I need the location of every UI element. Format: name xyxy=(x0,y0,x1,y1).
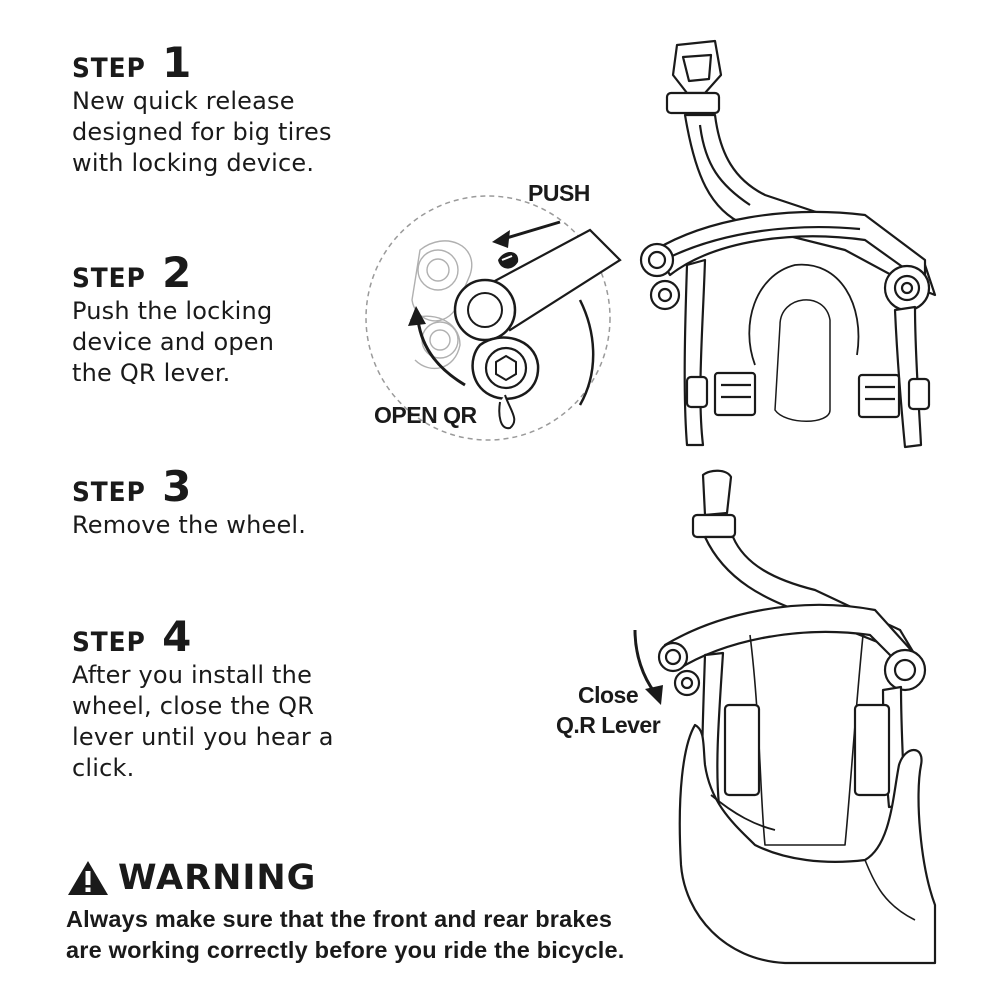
step-2-line: device and open xyxy=(72,328,275,356)
step-1-number: 1 xyxy=(162,38,192,87)
close-qr-lever-callout: Close Q.R Lever xyxy=(556,680,661,740)
step-3-word: STEP xyxy=(72,477,146,508)
brake-caliper-close-illustration xyxy=(633,469,937,965)
step-3-number: 3 xyxy=(162,462,192,511)
step-2: STEP 2 Push the locking device and open … xyxy=(72,252,274,389)
step-3: STEP 3 Remove the wheel. xyxy=(72,466,306,541)
step-1: STEP 1 New quick release designed for bi… xyxy=(72,42,332,179)
close-callout-line: Q.R Lever xyxy=(556,712,661,738)
step-2-heading: STEP 2 xyxy=(72,248,274,297)
step-2-line: the QR lever. xyxy=(72,359,231,387)
step-1-description: New quick release designed for big tires… xyxy=(72,86,332,179)
step-1-word: STEP xyxy=(72,53,146,84)
close-callout-line: Close xyxy=(578,682,639,708)
warning-title: WARNING xyxy=(118,858,317,898)
step-2-line: Push the locking xyxy=(72,297,273,325)
step-1-line: with locking device. xyxy=(72,149,315,177)
step-1-line: New quick release xyxy=(72,87,295,115)
step-2-word: STEP xyxy=(72,263,146,294)
brake-caliper-open-illustration xyxy=(639,39,937,449)
step-4-line: lever until you hear a xyxy=(72,723,334,751)
qr-lever-detail-illustration xyxy=(365,195,622,441)
step-4-word: STEP xyxy=(72,627,146,658)
warning-triangle-icon xyxy=(68,861,108,895)
step-4-heading: STEP 4 xyxy=(72,612,334,661)
step-4-number: 4 xyxy=(162,612,192,661)
step-3-line: Remove the wheel. xyxy=(72,511,307,539)
step-2-description: Push the locking device and open the QR … xyxy=(72,296,274,389)
step-4-description: After you install the wheel, close the Q… xyxy=(72,660,334,784)
warning-heading: WARNING xyxy=(66,858,676,898)
warning-text: Always make sure that the front and rear… xyxy=(66,904,676,966)
step-2-number: 2 xyxy=(162,248,192,297)
step-4-line: After you install the xyxy=(72,661,313,689)
push-callout: PUSH xyxy=(528,180,590,206)
step-4-line: click. xyxy=(72,754,135,782)
step-1-heading: STEP 1 xyxy=(72,38,332,87)
open-qr-callout: OPEN QR xyxy=(374,402,477,428)
step-3-heading: STEP 3 xyxy=(72,462,306,511)
warning-block: WARNING Always make sure that the front … xyxy=(66,858,676,966)
step-3-description: Remove the wheel. xyxy=(72,510,306,541)
warning-line: Always make sure that the front and rear… xyxy=(66,906,613,932)
warning-line: are working correctly before you ride th… xyxy=(66,937,625,963)
step-4-line: wheel, close the QR xyxy=(72,692,315,720)
step-4: STEP 4 After you install the wheel, clos… xyxy=(72,616,334,784)
step-1-line: designed for big tires xyxy=(72,118,332,146)
